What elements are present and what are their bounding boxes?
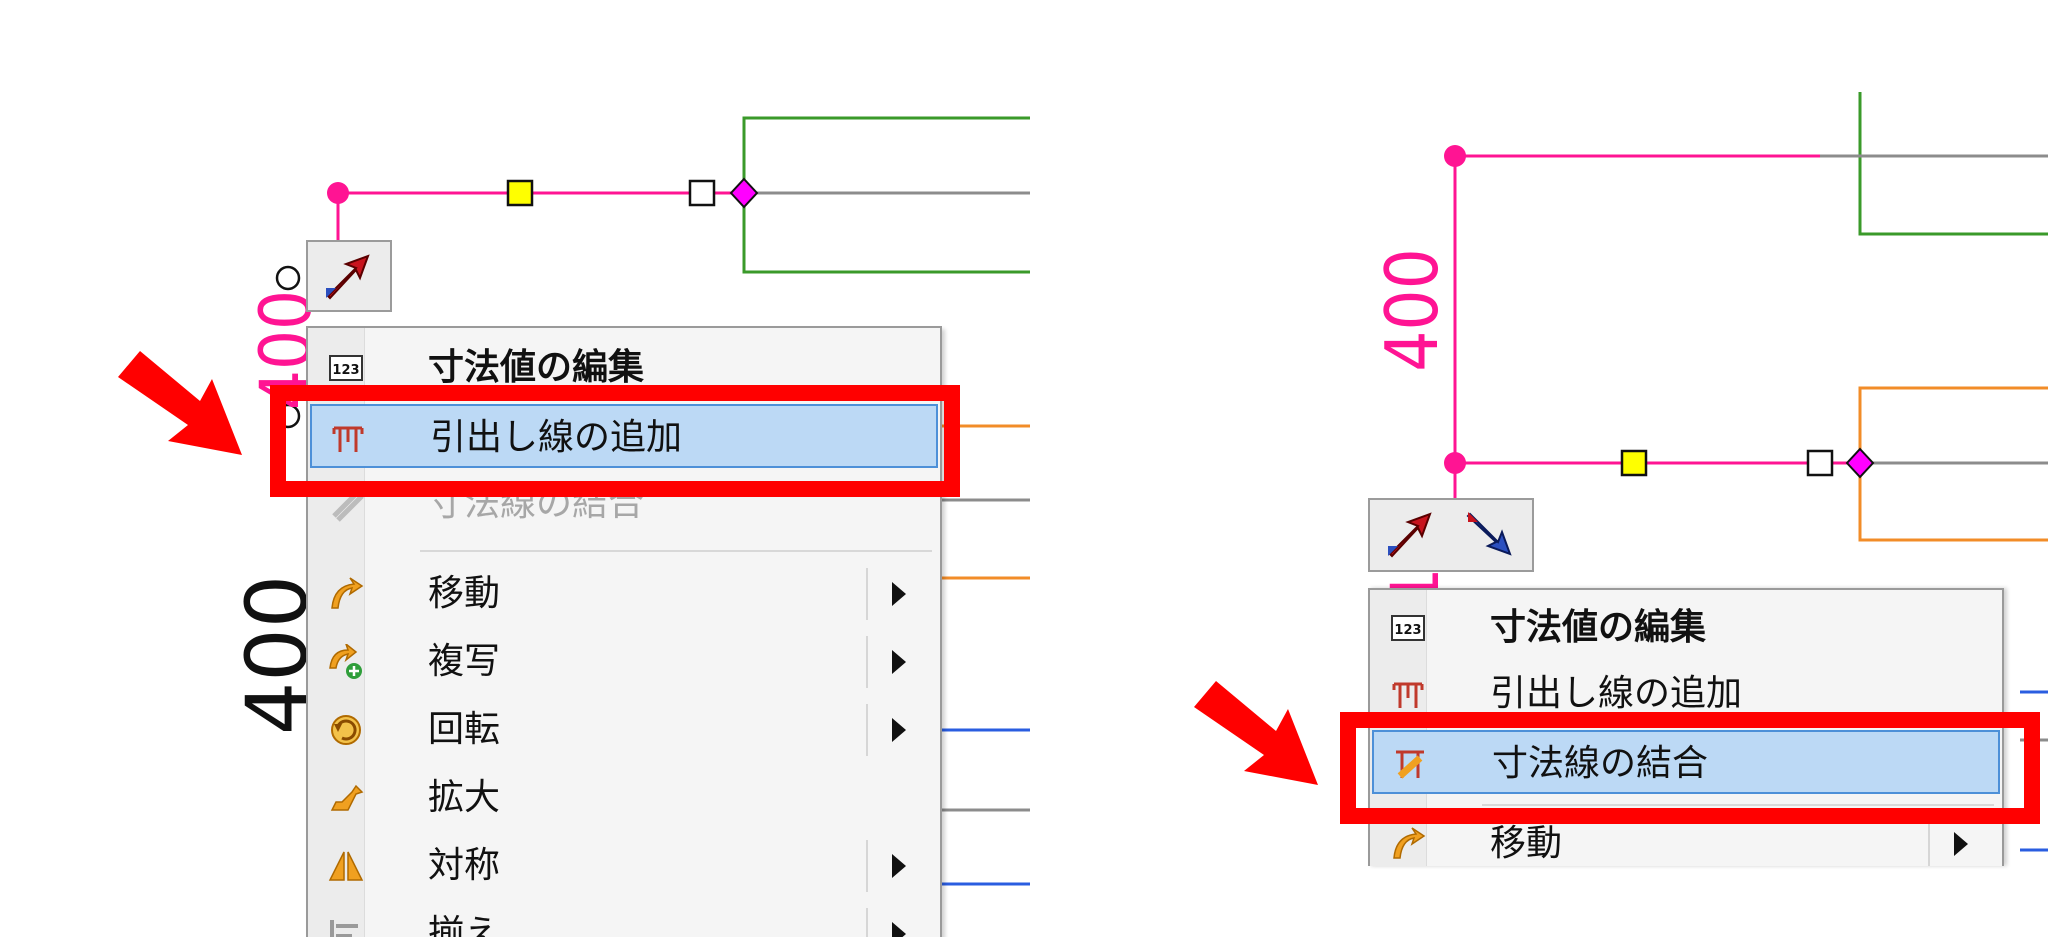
submenu-divider [866,908,868,937]
menu-item-label: 寸法値の編集 [1490,607,1707,648]
rotate-icon [331,715,361,745]
menu-item-label: 拡大 [428,777,501,818]
submenu-divider [866,568,868,620]
menu-item-add-leader-line[interactable]: 引出し線の追加 [1372,662,2000,726]
direction-toolbar [306,240,392,312]
menu-item-join-dimension-lines[interactable]: 寸法線の結合 [310,472,938,536]
menu-item-edit-dimension-value[interactable]: 123 寸法値の編集 [310,336,938,400]
menu-item-edit-dimension-value[interactable]: 123 寸法値の編集 [1372,596,2000,660]
end-handle-square[interactable] [1806,449,1834,477]
direction-toolbar [1368,498,1534,572]
submenu-arrow-icon [892,922,906,937]
annotation-arrow-icon [118,351,242,455]
dimension-endpoint[interactable] [327,182,349,204]
green-outline [742,116,1030,274]
menu-item-label: 回転 [428,709,501,750]
menu-item-label: 対称 [428,845,501,886]
menu-item-label: 寸法値の編集 [428,347,645,388]
menu-item-label: 揃え [428,913,501,937]
left-panel: 400 400 123 寸法値の編集 引出し線の追加 寸法線の結合 移動 [118,116,1030,937]
menu-item-add-leader-line[interactable]: 引出し線の追加 [310,404,938,468]
scale-icon [330,784,364,811]
leader-line-icon [1392,682,1424,708]
menu-item-mirror[interactable]: 対称 [310,834,938,898]
move-icon [331,577,364,609]
mirror-icon [328,851,364,881]
right-panel: 400 1 123 寸法値の編集 引出し線の追加 寸法線の結合 [1030,0,2048,937]
menu-item-label: 移動 [428,573,501,614]
arrow-up-right-icon[interactable] [322,250,374,302]
menu-separator [1482,804,1994,806]
align-icon [330,920,358,937]
leader-line-icon [332,426,364,452]
numeric-123-icon: 123 [1391,615,1425,641]
menu-item-move[interactable]: 移動 [1372,812,2000,866]
handle-circle-top[interactable] [275,265,301,291]
menu-item-label: 引出し線の追加 [430,417,683,458]
dimension-endpoint[interactable] [1444,452,1466,474]
end-handle-square[interactable] [688,179,716,207]
context-menu: 123 寸法値の編集 引出し線の追加 寸法線の結合 移動 [1368,588,2004,866]
end-handle-diamond[interactable] [729,177,759,209]
annotation-arrow-icon [1194,681,1318,785]
menu-item-align[interactable]: 揃え [310,902,938,937]
menu-item-label: 寸法線の結合 [1492,743,1709,784]
menu-item-scale[interactable]: 拡大 [310,766,938,830]
menu-item-join-dimension-lines[interactable]: 寸法線の結合 [1372,730,2000,794]
submenu-divider [1928,818,1930,866]
submenu-arrow-icon [892,718,906,742]
dimension-value: 400 [1370,248,1454,372]
menu-item-copy[interactable]: 複写 [310,630,938,694]
left-drawing-canvas: 400 400 [228,116,1030,886]
submenu-arrow-icon [892,582,906,606]
submenu-arrow-icon [892,854,906,878]
menu-separator [420,550,932,552]
arrow-down-right-icon[interactable] [1464,508,1516,560]
menu-item-label: 複写 [428,641,501,682]
svg-text:123: 123 [332,363,359,378]
submenu-divider [866,636,868,688]
menu-item-label: 移動 [1490,823,1563,864]
context-menu: 123 寸法値の編集 引出し線の追加 寸法線の結合 移動 複写 回転 [306,326,942,937]
submenu-divider [866,840,868,892]
move-icon [1393,827,1426,859]
svg-text:123: 123 [1394,623,1421,638]
submenu-arrow-icon [892,650,906,674]
copy-icon [329,644,362,679]
menu-item-move[interactable]: 移動 [310,562,938,626]
menu-item-label: 寸法線の結合 [428,483,645,524]
arrow-up-right-icon[interactable] [1384,508,1436,560]
submenu-divider [866,704,868,756]
midpoint-handle[interactable] [506,179,534,207]
dimension-join-icon [332,490,364,522]
dimension-join-icon [1396,750,1424,779]
green-outline [1858,92,2048,236]
numeric-123-icon: 123 [329,355,363,381]
end-handle-diamond[interactable] [1845,447,1875,479]
submenu-arrow-icon [1954,832,1968,856]
menu-item-label: 引出し線の追加 [1490,673,1743,714]
midpoint-handle[interactable] [1620,449,1648,477]
menu-item-rotate[interactable]: 回転 [310,698,938,762]
